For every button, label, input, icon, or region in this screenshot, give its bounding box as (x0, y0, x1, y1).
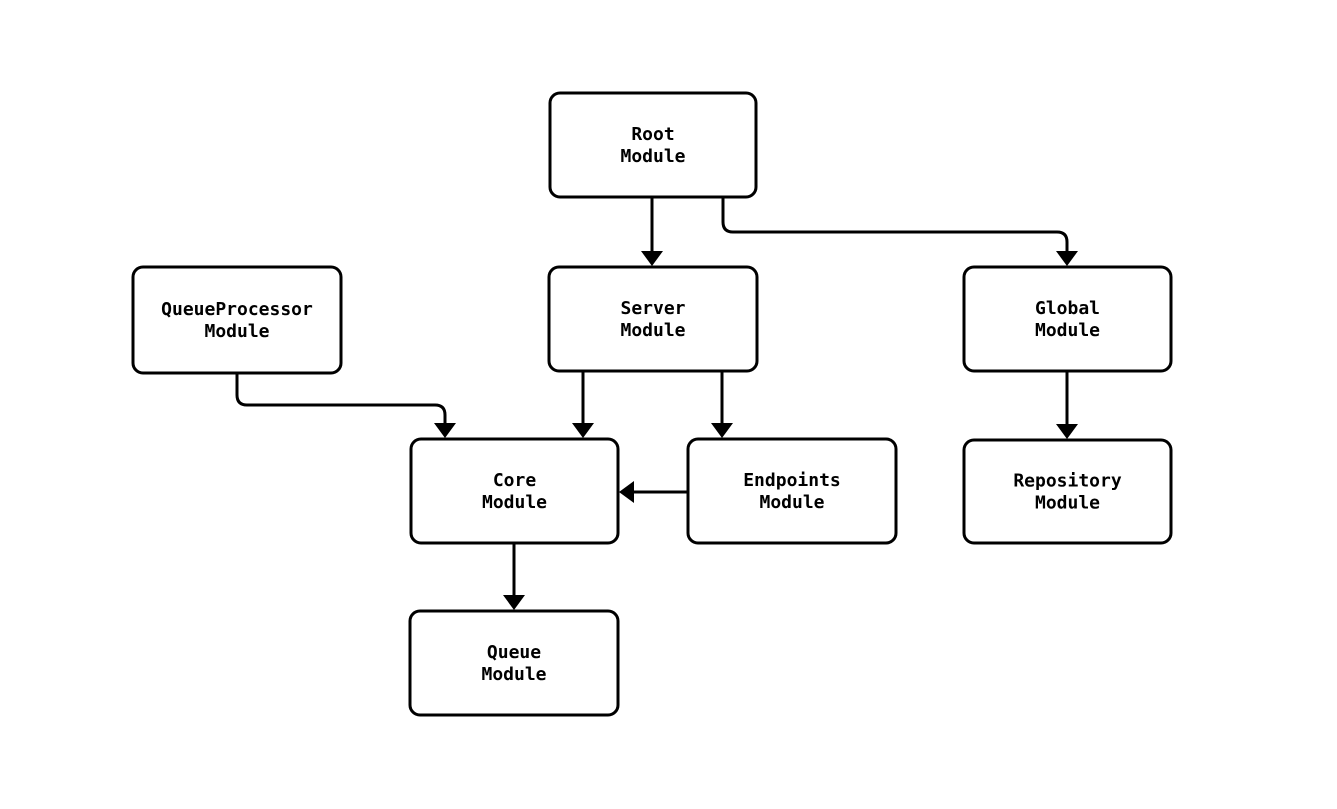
node-core-label-line2: Module (482, 492, 547, 513)
node-queueprocessor-label-line2: Module (204, 321, 269, 342)
node-queueprocessor-box (131, 265, 343, 375)
edge-line (721, 197, 1069, 251)
node-queueprocessor-label-line1: QueueProcessor (161, 299, 313, 320)
edge-server-to-endpoints (711, 371, 733, 438)
node-queue-label-line2: Module (481, 664, 546, 685)
node-endpoints-label-line1: Endpoints (743, 470, 841, 491)
node-queue-box (408, 609, 620, 717)
arrowhead-icon (641, 251, 663, 266)
node-global-label-line2: Module (1035, 320, 1100, 341)
arrowhead-icon (503, 595, 525, 610)
edge-root-to-global (721, 197, 1078, 266)
edge-queueprocessor-to-core (235, 373, 456, 438)
node-root-label-line2: Module (620, 146, 685, 167)
edge-core-to-queue (503, 543, 525, 610)
arrowhead-icon (711, 423, 733, 438)
node-endpoints-box (686, 437, 898, 545)
node-root-box (548, 91, 758, 199)
node-repository-label-line1: Repository (1013, 471, 1122, 492)
edge-global-to-repository (1056, 371, 1078, 439)
node-global-box (962, 265, 1173, 373)
node-core-box (409, 437, 620, 545)
edge-endpoints-to-core (619, 481, 687, 503)
edge-server-to-core (572, 371, 594, 438)
arrowhead-icon (1056, 424, 1078, 439)
arrowhead-icon (572, 423, 594, 438)
node-queue-label-line1: Queue (487, 642, 541, 663)
node-global-label-line1: Global (1035, 298, 1100, 319)
arrowhead-icon (434, 423, 456, 438)
node-repository-label-line2: Module (1035, 493, 1100, 514)
edge-line (235, 373, 447, 423)
node-core-label-line1: Core (493, 470, 537, 491)
node-root-label-line1: Root (631, 124, 674, 145)
arrowhead-icon (619, 481, 634, 503)
node-endpoints-label-line2: Module (759, 492, 824, 513)
node-server-label-line1: Server (620, 298, 685, 319)
node-server-label-line2: Module (620, 320, 685, 341)
edge-root-to-server (641, 197, 663, 266)
node-repository-box (962, 438, 1173, 545)
node-server-box (547, 265, 759, 373)
arrowhead-icon (1056, 251, 1078, 266)
